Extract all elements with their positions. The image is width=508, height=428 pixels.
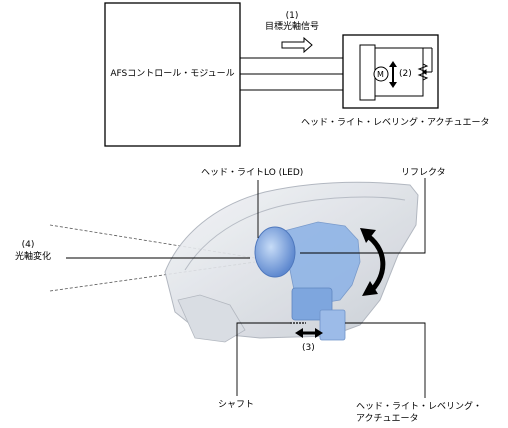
signal-number: (1) <box>285 11 299 21</box>
axis-change-number: (4) <box>21 240 35 250</box>
potentiometer-icon <box>417 47 433 86</box>
shaft-label: シャフト <box>218 400 255 410</box>
housing-inner-edge <box>184 196 406 271</box>
bottom-actuator-label-line1: ヘッド・ライト・レベリング・ <box>356 402 483 412</box>
leader-lines <box>66 178 426 398</box>
motor-icon <box>373 66 389 82</box>
reflector <box>279 221 361 306</box>
afs-module-box <box>104 2 241 147</box>
axis-change-label: 光軸変化 <box>14 252 51 262</box>
motor-symbol: M <box>377 70 384 79</box>
led-lens <box>254 226 296 278</box>
housing-bottom-parts <box>177 294 246 343</box>
signal-label: 目標光軸信号 <box>264 22 319 32</box>
reflector-rotation-arrow-icon <box>360 228 386 296</box>
actuator-connector <box>359 44 376 101</box>
shaft-motion-number: (3) <box>302 343 315 353</box>
actuator-lower <box>319 309 346 341</box>
signal-arrow-icon <box>281 36 313 54</box>
bottom-actuator-label-line2: アクチュエータ <box>356 414 419 424</box>
shaft-motion-arrow-icon <box>295 328 323 338</box>
top-actuator-label: ヘッド・ライト・レベリング・アクチュエータ <box>301 118 490 128</box>
reflector-label: リフレクタ <box>401 168 446 178</box>
actuator-motion-number: (2) <box>399 69 412 79</box>
actuator-motion-arrow-icon <box>389 61 397 88</box>
afs-module-label: AFSコントロール・モジュール <box>110 69 235 79</box>
lamp-label: ヘッド・ライトLO (LED) <box>201 168 304 178</box>
